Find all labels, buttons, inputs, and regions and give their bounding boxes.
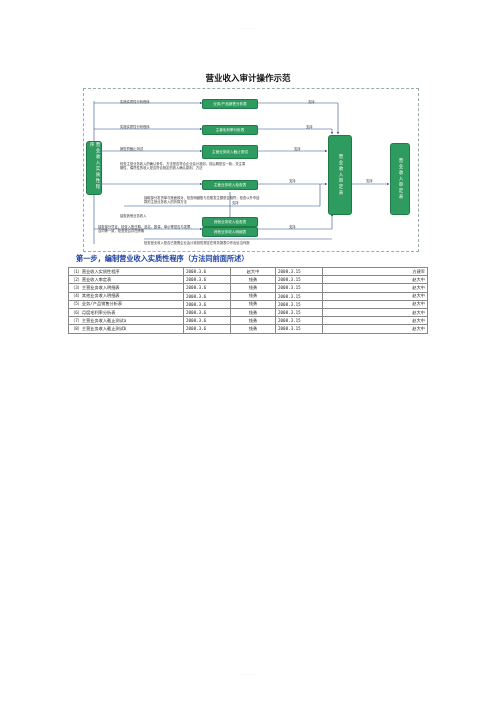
flow-label-l6: 抽查其他业务收入	[120, 214, 147, 218]
flow-label-s4: 支持	[289, 179, 296, 183]
table-row: （5）业务/产品销售分析表 2008.3.6 钱勇 2008.3.15 赵大中	[68, 299, 428, 309]
table-cell: 钱勇	[230, 291, 276, 301]
table-cell: 2008.3.15	[275, 283, 323, 293]
flow-label-s3: 支持	[294, 147, 301, 151]
table-row: （3）主营业务收入明细表 2008.3.6 钱勇 2008.3.15 赵大中	[68, 283, 428, 293]
flow-label-l3: 销售的截止测试	[120, 147, 144, 151]
table-cell: 2008.3.6	[183, 283, 231, 293]
table-row: （2）营业收入审定表 2008.3.6 钱勇 2008.3.15 赵大中	[68, 275, 428, 285]
table-cell: 2008.3.15	[275, 324, 323, 334]
flow-label-l5: 抽取部分发货单与账面核对，检查明细账与总账发生额是否相符；检查以外币结算的主营业…	[144, 196, 260, 205]
table-cell: （7）主营业务收入截止测试a	[68, 316, 184, 326]
table-cell: （3）主营业务收入明细表	[68, 283, 184, 293]
flow-label-l2: 实施实质性分析程序	[120, 125, 150, 129]
step-heading: 第一步，编制营业收入实质性程序（方法同前面所述）	[76, 254, 249, 263]
table-cell: 赵大中	[322, 307, 428, 318]
table-cell: 钱勇	[230, 316, 276, 326]
table-cell: （6）月度毛利率分析表	[68, 307, 184, 318]
page-footer: · · · · ·	[242, 672, 254, 677]
flow-label-l1: 实施实质性分析程序	[120, 100, 150, 104]
flow-label-s1: 支持	[308, 100, 315, 104]
flow-node-b3: 主营业务收入截止测试	[202, 145, 258, 159]
flow-label-s6: 支持	[289, 225, 296, 229]
page-title: 营业收入审计操作示范	[205, 74, 291, 84]
table-cell: 2008.3.15	[275, 299, 323, 309]
table-cell: （2）营业收入审定表	[68, 275, 184, 285]
table-cell: 2008.3.6	[183, 316, 231, 326]
table-row: （1）营业收入实质性程序 2008.3.6 赵大中 2008.3.15 方建军	[68, 266, 428, 277]
flow-label-s7: 支持	[366, 179, 373, 183]
table-cell: 方建军	[322, 266, 428, 277]
table-cell: 2008.3.6	[183, 307, 231, 318]
flow-label-s5: 支持	[232, 201, 239, 205]
table-row: （8）主营业务收入截止测试b 2008.3.6 钱勇 2008.3.15 赵大中	[68, 324, 428, 334]
table-cell: 2008.3.6	[183, 324, 231, 334]
table-cell: 赵大中	[322, 275, 428, 285]
flow-label-l8: 检查营业收入是否已按照企业会计准则的规定在财务报表中作出恰当列报	[144, 241, 250, 245]
table-cell: 赵大中	[322, 324, 428, 334]
table-cell: 2008.3.15	[275, 266, 323, 277]
flow-label-s2: 支持	[306, 125, 313, 129]
table-cell: 2008.3.6	[183, 266, 231, 277]
working-paper-table: （1）营业收入实质性程序 2008.3.6 赵大中 2008.3.15 方建军 …	[68, 266, 428, 334]
table-row: （4）其他业务收入明细表 2008.3.6 钱勇 2008.3.15 赵大中	[68, 291, 428, 301]
table-row: （6）月度毛利率分析表 2008.3.6 钱勇 2008.3.15 赵大中	[68, 307, 428, 318]
table-cell: 2008.3.15	[275, 307, 323, 318]
table-cell: 2008.3.15	[275, 316, 323, 326]
flow-label-l4: 检查主营业务收入的确认条件、方法是否符合企业会计准则，前后期是否一致；关注周期性…	[120, 162, 246, 171]
table-cell: 2008.3.15	[275, 291, 323, 301]
table-cell: 赵大中	[322, 291, 428, 301]
table-cell: 2008.3.15	[275, 275, 323, 285]
table-cell: 赵大中	[322, 299, 428, 309]
table-cell: 钱勇	[230, 275, 276, 285]
table-cell: 赵大中	[230, 266, 276, 277]
table-row: （7）主营业务收入截止测试a 2008.3.6 钱勇 2008.3.15 赵大中	[68, 316, 428, 326]
table-cell: 钱勇	[230, 283, 276, 293]
table-cell: 钱勇	[230, 324, 276, 334]
flow-node-left: 营业收入实质性程序	[86, 141, 102, 195]
table-cell: 钱勇	[230, 299, 276, 309]
flow-node-b5: 其他业务收入检查表	[202, 217, 258, 227]
flow-node-b4: 主营业务收入检查表	[202, 180, 258, 190]
table-cell: 赵大中	[322, 283, 428, 293]
table-cell: 2008.3.6	[183, 275, 231, 285]
table-cell: （4）其他业务收入明细表	[68, 291, 184, 301]
table-cell: 2008.3.6	[183, 291, 231, 301]
audit-flow-diagram: 营业收入实质性程序 营业收入审定表 营业收入审定表 业务/产品销售分析表 主营毛…	[83, 88, 419, 252]
table-cell: 赵大中	[322, 316, 428, 326]
table-cell: （8）主营业务收入截止测试b	[68, 324, 184, 334]
flow-node-review: 营业收入审定表	[328, 135, 352, 215]
table-cell: （1）营业收入实质性程序	[68, 266, 184, 277]
flow-node-final: 营业收入审定表	[390, 143, 410, 215]
page-header: · · · · ·	[242, 26, 254, 31]
flow-node-b6: 其他业务收入明细表	[202, 227, 258, 237]
flow-label-l7: 抽查部分凭证，检查入账日期、品名、数量、单价等是否与发票、合同等一致，检查是否存…	[98, 225, 194, 234]
table-cell: 钱勇	[230, 307, 276, 318]
flow-node-b1: 业务/产品销售分析表	[202, 99, 258, 109]
flow-node-b2: 主营毛利率分析表	[202, 125, 258, 135]
flow-connectors	[93, 101, 390, 244]
table-cell: （5）业务/产品销售分析表	[68, 299, 184, 309]
table-cell: 2008.3.6	[183, 299, 231, 309]
